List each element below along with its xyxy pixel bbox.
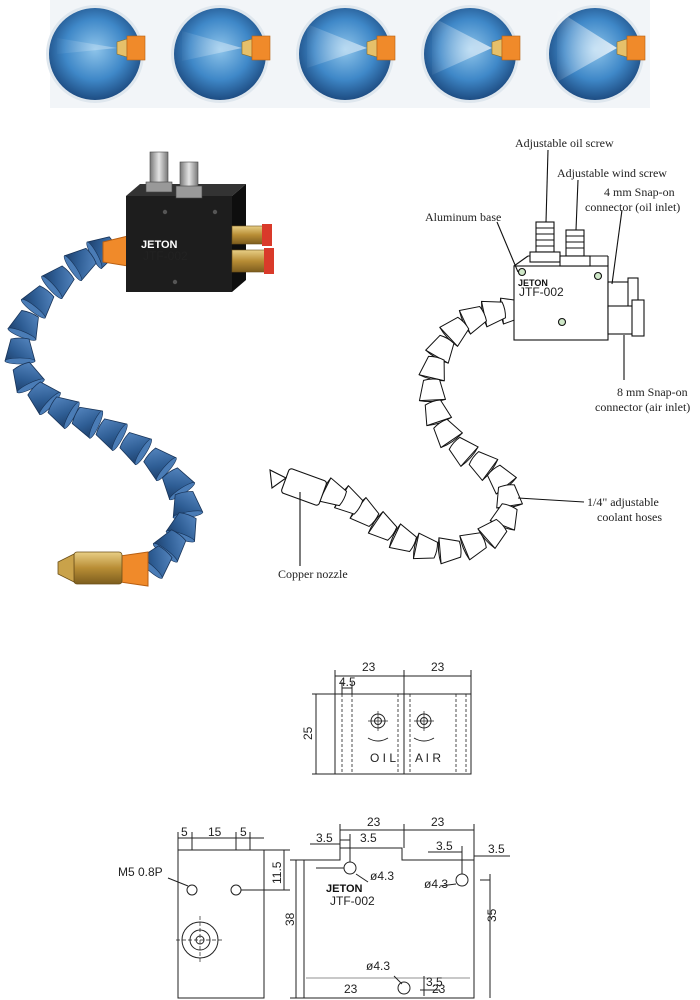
dim-front-step-inner: 3.5 [360,831,377,845]
dim-front-step-right: 3.5 [488,842,505,856]
front-view-dimensions: 23 23 3.5 3.5 3.5 3.5 ø4.3 ø4.3 JETON JT… [283,815,505,996]
dim-top-right: 23 [431,660,445,674]
label-oil: O I L [370,751,396,765]
spray-circle-5 [546,5,646,103]
spray-circle-4 [421,5,521,103]
photo-oil-fitting [231,225,265,245]
front-brand: JETON [326,883,363,895]
line-drawing [269,149,645,566]
dim-front-height-right: 35 [485,908,499,922]
photo-model: JTF-002 [143,249,188,263]
dim-side-d2: 15 [208,825,222,839]
dim-top-left: 23 [362,660,376,674]
callout-hose-2: coolant hoses [597,510,662,524]
dim-side-d1: 5 [181,825,188,839]
callout-hose-1: 1/4" adjustable [587,495,659,509]
drawing-body [513,265,609,341]
dim-front-top-left: 23 [367,815,381,829]
dim-hole-1: ø4.3 [370,869,394,883]
dim-top-offset: 4.5 [339,675,356,689]
callouts: Adjustable oil screw Adjustable wind scr… [278,136,690,581]
top-view-dimensions: 23 23 4.5 25 O I L A I R [301,660,445,765]
dim-front-step-left: 3.5 [316,831,333,845]
callout-air-inlet-1: 8 mm Snap-on [617,385,688,399]
dim-front-top-right: 23 [431,815,445,829]
drawing-brand: JETON [518,278,548,288]
label-air: A I R [415,751,441,765]
front-view-drawing [290,824,510,999]
dim-side-d3: 5 [240,825,247,839]
drawing-model: JTF-002 [519,285,564,299]
dim-hole-2: ø4.3 [424,877,448,891]
side-view-dimensions: 5 15 5 M5 0.8P 11.5 [118,825,284,884]
spray-circle-1 [46,5,146,103]
dim-front-bottom-offset: 3.5 [426,975,443,989]
top-view-drawing [312,670,472,775]
product-photo: JETON JTF-002 [4,151,274,587]
dim-side-h1: 11.5 [270,861,284,884]
callout-oil-screw: Adjustable oil screw [515,136,614,150]
spray-strip [46,0,650,108]
dim-front-bottom-right: 23 [432,982,446,996]
callout-wind-screw: Adjustable wind screw [557,166,667,180]
callout-oil-inlet-1: 4 mm Snap-on [604,185,675,199]
dim-front-bottom-left: 23 [344,982,358,996]
callout-aluminum-base: Aluminum base [425,210,501,224]
dim-top-height: 25 [301,726,315,740]
side-view-drawing [167,832,290,999]
dim-front-step-right-inner: 3.5 [436,839,453,853]
callout-oil-inlet-2: connector (oil inlet) [585,200,680,214]
dim-front-height: 38 [283,912,297,926]
spray-circle-2 [171,5,271,103]
photo-oil-screw [149,151,169,187]
callout-copper-nozzle: Copper nozzle [278,567,348,581]
photo-air-fitting [231,249,267,273]
photo-hose [4,236,204,579]
dim-hole-3: ø4.3 [366,959,390,973]
front-model: JTF-002 [330,894,375,908]
photo-wind-screw [179,161,199,189]
dim-thread: M5 0.8P [118,865,163,879]
photo-nozzle-collar [119,551,149,587]
photo-brand: JETON [141,239,178,251]
drawing-hose [318,297,524,565]
callout-air-inlet-2: connector (air inlet) [595,400,690,414]
photo-copper-nozzle [73,551,123,585]
spray-circle-3 [296,5,396,103]
